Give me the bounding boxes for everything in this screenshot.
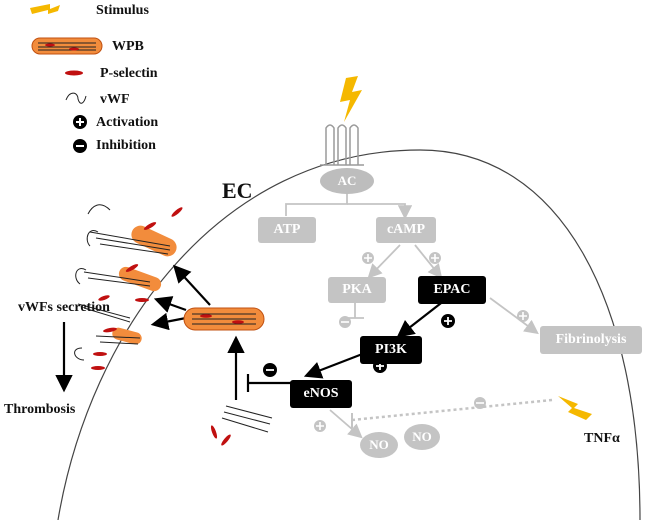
label-thrombosis: Thrombosis [4,402,76,417]
tnf-lightning [558,396,592,420]
wpb-central [183,307,265,331]
legend-activation: Activation [96,115,159,130]
node-pka: PKA [328,277,386,303]
wpb-icon [31,37,103,55]
legend-inhibition: Inhibition [96,138,156,153]
vwf-icon [65,92,87,104]
stimulus-icon [30,4,60,14]
label-vwf-secretion: vWFs secretion [18,300,110,315]
activation-icon [73,115,87,129]
receptor-icon [320,124,364,166]
wpb-membrane-group [74,204,183,370]
node-atp: ATP [258,217,316,243]
legend-wpb: WPB [112,39,144,54]
p-selectin-icon [65,70,83,76]
node-enos: eNOS [290,380,352,408]
node-no-1: NO [360,432,398,458]
node-no-2: NO [404,424,440,450]
wpb-bundle-bottom [210,405,273,446]
stimulus-lightning-top [340,76,362,122]
node-fibrinolysis: Fibrinolysis [540,326,642,354]
legend-vwf: vWF [100,92,130,107]
node-ac: AC [320,168,374,194]
node-camp: cAMP [376,217,436,243]
cell-label: EC [222,178,253,203]
legend-p-selectin: P-selectin [100,66,158,81]
label-tnfa: TNFα [584,431,620,446]
node-epac: EPAC [418,276,486,304]
tnf-inhibition-line [351,398,553,422]
inhibition-icon [73,139,87,153]
legend-stimulus: Stimulus [96,3,149,18]
node-pi3k: PI3K [360,336,422,364]
